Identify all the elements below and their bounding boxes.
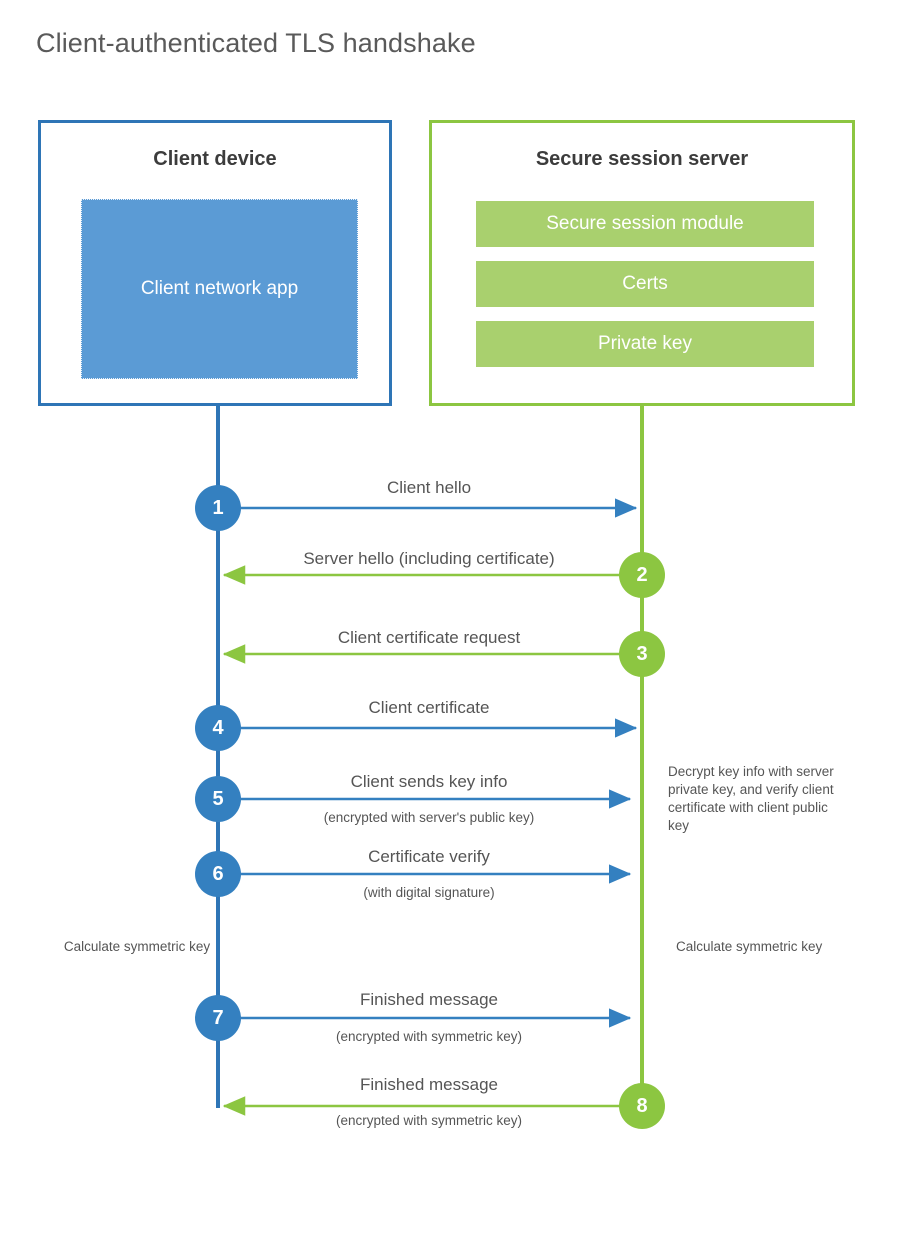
- step-marker-7[interactable]: 7: [195, 995, 241, 1041]
- server-module-list: Secure session module Certs Private key: [476, 201, 814, 367]
- page-title: Client-authenticated TLS handshake: [36, 28, 476, 58]
- message-sublabel-5: (encrypted with server's public key): [323, 810, 535, 825]
- message-sublabel-8: (encrypted with symmetric key): [335, 1113, 523, 1128]
- note-server-decrypt: Decrypt key info with server private key…: [668, 764, 834, 833]
- secure-session-server-title: Secure session server: [535, 148, 749, 170]
- message-label-8: Finished message: [360, 1075, 498, 1094]
- message-label-2: Server hello (including certificate): [303, 549, 555, 568]
- step-marker-5[interactable]: 5: [195, 776, 241, 822]
- server-module-certs: Certs: [476, 261, 814, 307]
- message-label-7: Finished message: [360, 990, 498, 1009]
- server-module-secure-session-module: Secure session module: [476, 201, 814, 247]
- message-label-5: Client sends key info: [350, 772, 508, 791]
- step-marker-6[interactable]: 6: [195, 851, 241, 897]
- server-module-private-key: Private key: [476, 321, 814, 367]
- client-device-box: Client device Client network app: [38, 120, 392, 406]
- step-marker-1[interactable]: 1: [195, 485, 241, 531]
- client-network-app-block: Client network app: [81, 199, 358, 379]
- note-client-calculate-symmetric-key: Calculate symmetric key: [63, 939, 211, 954]
- note-server-calculate-symmetric-key: Calculate symmetric key: [676, 939, 823, 954]
- message-label-4: Client certificate: [368, 698, 490, 717]
- client-device-title: Client device: [153, 148, 277, 170]
- message-sublabel-6: (with digital signature): [363, 885, 495, 900]
- message-label-1: Client hello: [386, 478, 472, 497]
- message-label-6: Certificate verify: [368, 847, 490, 866]
- step-marker-8[interactable]: 8: [619, 1083, 665, 1129]
- step-marker-3[interactable]: 3: [619, 631, 665, 677]
- message-sublabel-7: (encrypted with symmetric key): [335, 1029, 523, 1044]
- message-label-3: Client certificate request: [337, 628, 521, 647]
- step-marker-4[interactable]: 4: [195, 705, 241, 751]
- step-marker-2[interactable]: 2: [619, 552, 665, 598]
- secure-session-server-box: Secure session server Secure session mod…: [429, 120, 855, 406]
